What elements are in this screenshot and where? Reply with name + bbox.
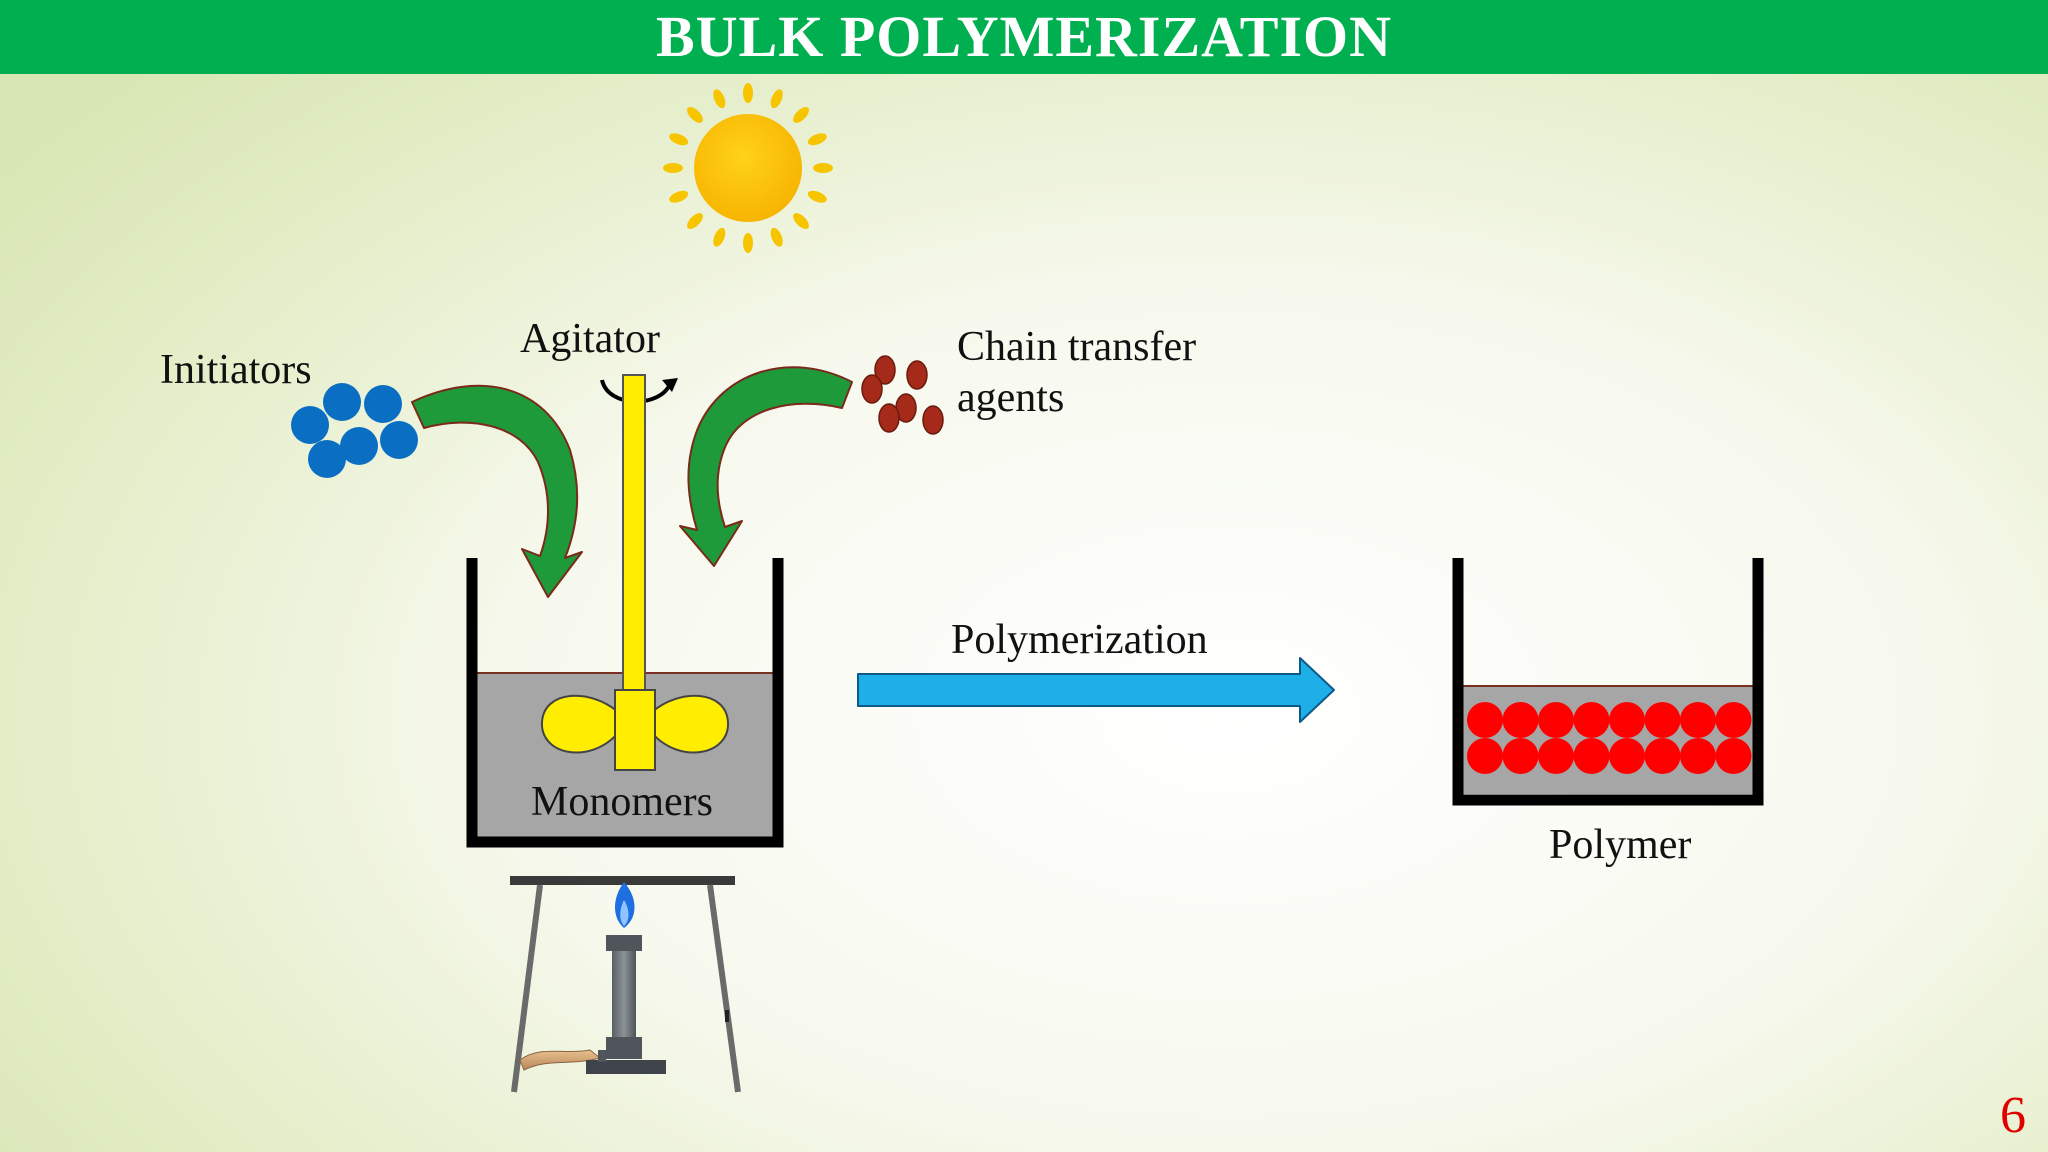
polymer-particle	[1573, 702, 1610, 738]
polymer-particle	[1502, 702, 1539, 738]
slide-title: BULK POLYMERIZATION	[655, 4, 1393, 69]
polymer-particle	[1680, 702, 1716, 738]
polymerization-label: Polymerization	[951, 617, 1208, 663]
polymer-particle	[1467, 738, 1503, 774]
sun-icon	[663, 83, 833, 253]
initiator-particles	[291, 383, 418, 478]
polymer-particle	[1644, 738, 1681, 774]
product-beaker	[1452, 558, 1764, 806]
chain-transfer-label-line1: Chain transfer	[957, 324, 1197, 370]
agitator-label: Agitator	[520, 316, 660, 362]
polymer-particle	[1502, 738, 1539, 774]
polymer-particle	[1609, 702, 1645, 738]
bunsen-burner-icon	[519, 935, 666, 1074]
polymer-particle	[1644, 702, 1681, 738]
page-number: 6	[2000, 1087, 2026, 1144]
polymer-particle	[1573, 738, 1610, 774]
chain-transfer-particles	[861, 355, 944, 435]
polymer-particle	[1715, 702, 1752, 738]
flame-icon	[615, 882, 635, 928]
initiators-label: Initiators	[160, 347, 312, 393]
agitator-blades	[540, 689, 730, 771]
chain-transfer-label-line2: agents	[957, 375, 1065, 421]
agitator-shaft	[622, 374, 646, 696]
polymer-label: Polymer	[1549, 822, 1692, 868]
title-bar	[0, 0, 2048, 74]
polymerization-arrow	[857, 657, 1335, 723]
tripod-stand	[510, 876, 741, 1093]
polymer-particle	[1609, 738, 1645, 774]
chain-transfer-arrow	[679, 366, 853, 567]
polymer-particle	[1680, 738, 1716, 774]
polymer-particle	[1715, 738, 1752, 774]
polymer-particle	[1538, 738, 1574, 774]
monomers-label: Monomers	[531, 779, 713, 825]
polymer-particle	[1538, 702, 1574, 738]
polymer-particle	[1467, 702, 1503, 738]
reaction-beaker	[466, 558, 784, 848]
polymer-liquid	[1463, 686, 1753, 794]
initiator-arrow	[411, 384, 583, 598]
polymer-particles	[1467, 702, 1752, 774]
